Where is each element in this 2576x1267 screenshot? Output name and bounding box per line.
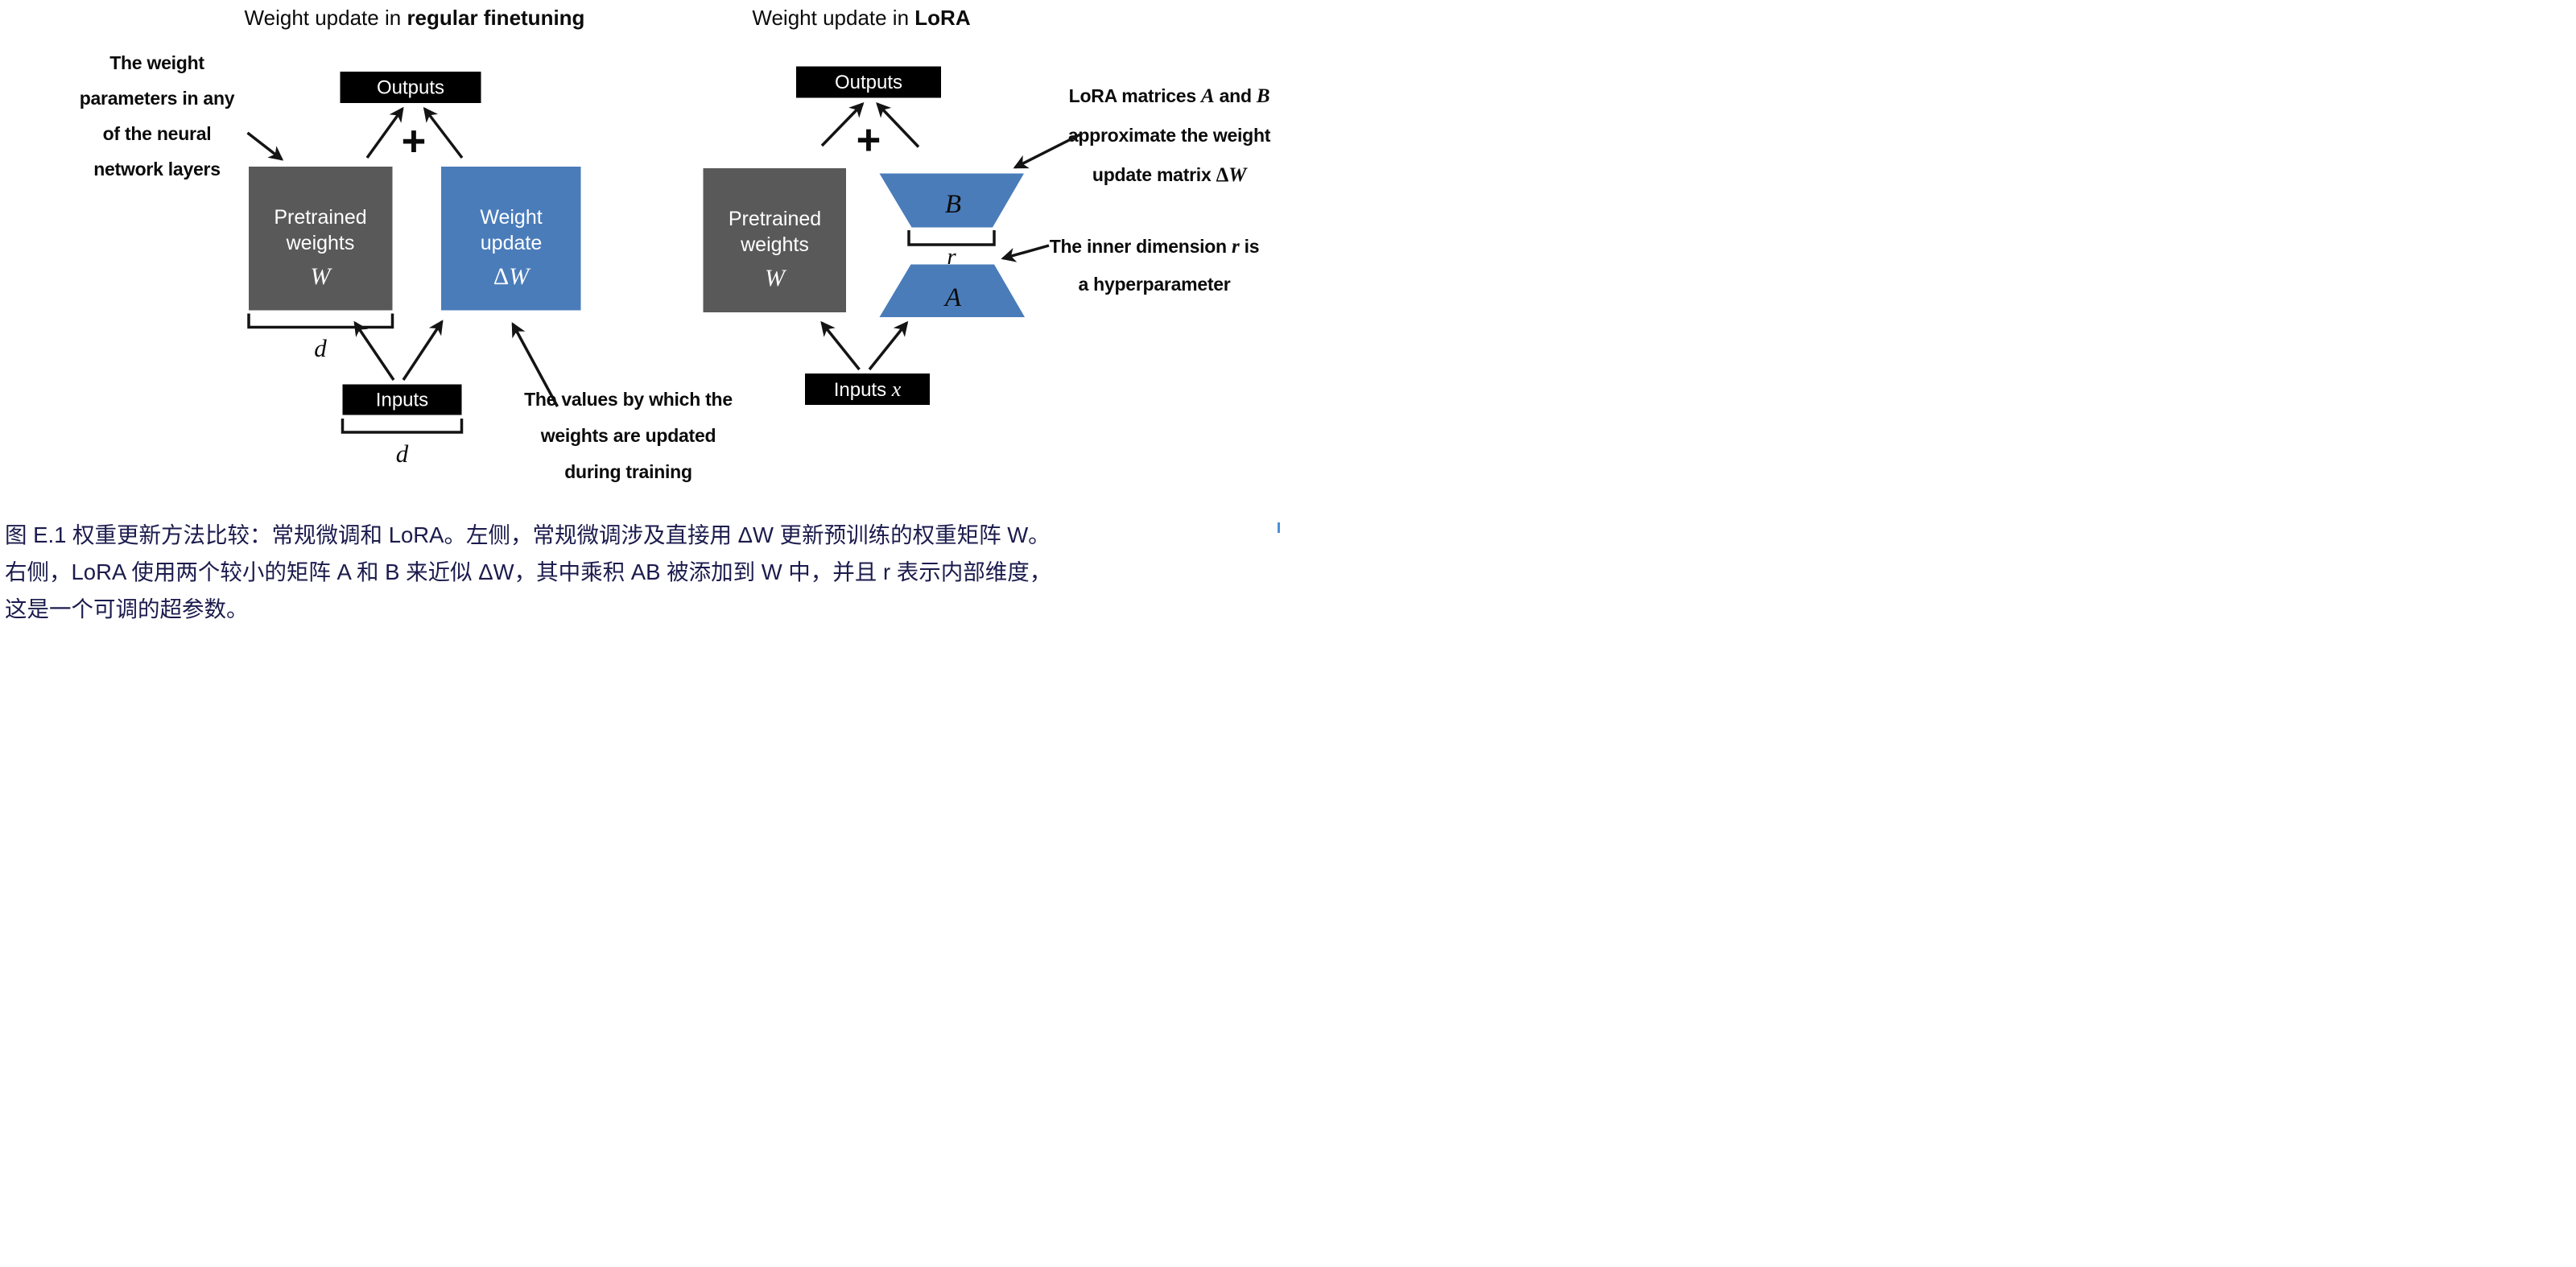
weight-params-line2: parameters in any (80, 88, 235, 109)
left-pretrained-weights-box: Pretrained weights W (249, 167, 393, 311)
left-inputs-label: Inputs (376, 390, 428, 411)
d-bracket-inputs (341, 419, 464, 434)
rank-note-line1: The inner dimension r is (1050, 236, 1260, 258)
right-pretrained-line1: Pretrained (729, 208, 821, 230)
right-inputs-label: Inputs x (834, 378, 902, 401)
text-cursor-artifact (1278, 522, 1280, 533)
right-inputs-box (805, 373, 930, 405)
left-arrow-inputs-to-dw (402, 320, 444, 381)
rank-note-l1a: The inner dimension (1050, 236, 1232, 257)
right-title-normal: Weight update in (752, 6, 914, 30)
left-panel-title: Weight update in regular finetuning (245, 6, 585, 30)
figure-caption: 图 E.1 权重更新方法比较：常规微调和 LoRA。左侧，常规微调涉及直接用 Δ… (5, 517, 1288, 628)
weight-params-line3: of the neural (103, 123, 212, 144)
left-title-normal: Weight update in (245, 6, 407, 30)
matrix-b-trapezoid (879, 173, 1024, 228)
caption-line-3: 这是一个可调的超参数。 (5, 596, 249, 621)
lora-note-line3: update matrix ΔW (1092, 164, 1248, 186)
lora-note-line2: approximate the weight (1068, 125, 1271, 146)
d-label-weights: d (314, 334, 327, 362)
left-pretrained-symbol-W: W (311, 263, 333, 290)
d-label-inputs: d (396, 440, 409, 468)
values-line2: weights are updated (540, 425, 716, 446)
right-panel-title: Weight update in LoRA (752, 6, 970, 30)
right-arrow-ba-to-outputs (876, 102, 920, 148)
weight-params-arrow (246, 131, 284, 161)
regular-finetuning-panel: Weight update in regular finetuning The … (80, 6, 733, 482)
rank-annotation: The inner dimension r is a hyperparamete… (1001, 236, 1260, 295)
inputs-word: Inputs (834, 379, 892, 401)
lora-note-B: B (1256, 85, 1269, 107)
lora-diagram: Weight update in regular finetuning The … (80, 6, 1271, 482)
caption-line-2: 右侧，LoRA 使用两个较小的矩阵 A 和 B 来近似 ΔW，其中乘积 AB 被… (5, 559, 1052, 584)
left-title-bold: regular finetuning (407, 6, 584, 30)
left-arrow-inputs-to-w (353, 320, 395, 381)
right-outputs-label: Outputs (835, 72, 902, 93)
right-arrow-inputs-to-w (820, 320, 861, 371)
rank-note-l1c: is (1239, 236, 1259, 257)
weight-update-line1: Weight (480, 206, 542, 229)
right-pretrained-rect (703, 168, 846, 312)
delta-symbol: Δ (493, 263, 509, 290)
right-arrow-inputs-to-a (868, 320, 909, 371)
left-pretrained-line1: Pretrained (274, 206, 366, 229)
rank-note-line2: a hyperparameter (1078, 274, 1230, 295)
lora-note-W: W (1228, 164, 1248, 186)
right-arrow-w-to-outputs (820, 102, 865, 147)
lora-note-line1: LoRA matrices A and B (1069, 85, 1270, 107)
r-label: r (947, 244, 956, 270)
right-pretrained-weights-box: Pretrained weights W (703, 168, 846, 312)
weight-update-box: Weight update ΔW (441, 167, 581, 311)
w-symbol: W (509, 263, 531, 290)
lora-note-A: A (1199, 85, 1214, 107)
left-outputs-box (340, 72, 481, 103)
weight-params-line4: network layers (93, 159, 221, 180)
right-pretrained-line2: weights (740, 233, 809, 256)
caption-line-1: 图 E.1 权重更新方法比较：常规微调和 LoRA。左侧，常规微调涉及直接用 Δ… (5, 522, 1051, 547)
right-outputs-box (796, 66, 941, 98)
rank-note-arrow (1001, 244, 1050, 262)
inputs-x-symbol: x (891, 378, 902, 401)
weight-update-symbol: ΔW (493, 263, 531, 290)
left-arrow-w-to-outputs (365, 106, 404, 159)
lora-note-l3a: update matrix (1092, 164, 1216, 185)
right-title-bold: LoRA (914, 6, 971, 30)
right-plus-sign: + (857, 117, 881, 164)
lora-note-l1c: and (1214, 85, 1256, 106)
d-bracket-weights (247, 313, 394, 329)
left-outputs-label: Outputs (377, 77, 444, 99)
values-line3: during training (564, 461, 692, 482)
right-pretrained-symbol-W: W (765, 265, 787, 291)
figure-page: Weight update in regular finetuning The … (0, 0, 1288, 634)
values-arrow (511, 322, 559, 407)
values-annotation: The values by which the weights are upda… (511, 322, 733, 482)
matrix-a-trapezoid (879, 264, 1025, 317)
left-pretrained-rect (249, 167, 393, 311)
weight-params-annotation: The weight parameters in any of the neur… (80, 52, 284, 180)
lora-matrices-annotation: LoRA matrices A and B approximate the we… (1013, 85, 1271, 186)
left-plus-sign: + (402, 118, 427, 165)
left-pretrained-line2: weights (286, 232, 355, 254)
lora-note-delta: Δ (1216, 164, 1229, 186)
weight-params-line1: The weight (109, 52, 204, 73)
weight-update-rect (441, 167, 581, 311)
rank-note-r: r (1232, 236, 1240, 258)
weight-update-line2: update (481, 232, 542, 254)
values-line1: The values by which the (524, 389, 733, 410)
r-bracket (907, 230, 996, 246)
matrix-b-label: B (945, 190, 961, 219)
lora-note-arrow (1013, 132, 1083, 169)
matrix-a-label: A (943, 283, 962, 312)
left-inputs-box (342, 384, 462, 415)
lora-note-l1a: LoRA matrices (1069, 85, 1201, 106)
lora-panel: Weight update in LoRA Outputs + Pretrain… (703, 6, 1271, 405)
left-arrow-dw-to-outputs (423, 106, 464, 159)
